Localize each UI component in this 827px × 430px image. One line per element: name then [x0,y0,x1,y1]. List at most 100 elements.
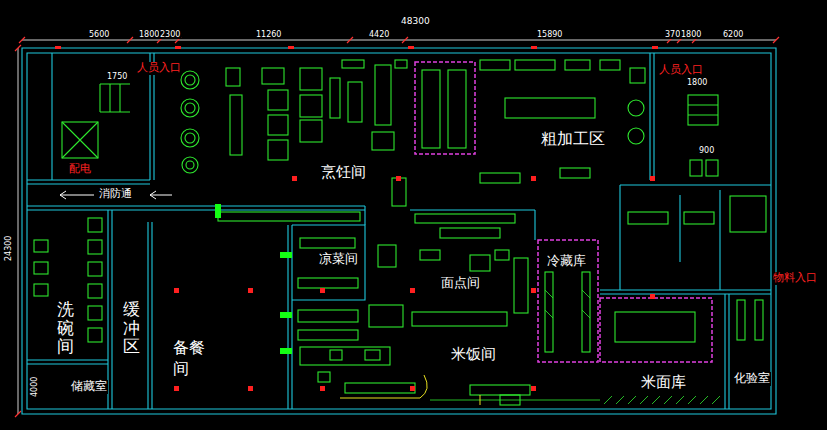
kitchen-equipment [690,160,702,176]
room-area: 储藏室 [29,366,107,408]
room-area: 化验室 [730,296,770,408]
room-name: 缓冲区 [122,300,141,356]
kitchen-equipment [330,350,342,360]
kitchen-equipment [218,212,360,221]
kitchen-equipment [300,347,390,365]
kitchen-equipment [565,60,590,70]
kitchen-equipment [88,240,102,254]
dimension-text: 1750 [106,72,128,81]
dimension-text: 15890 [536,30,563,39]
kitchen-equipment [62,122,98,158]
room-area: 米面库 [600,364,724,408]
cold-room-outline [538,240,598,362]
column-marker [408,46,414,49]
kitchen-equipment [34,60,766,405]
room-name: 烹饪间 [320,164,367,181]
kitchen-equipment [420,250,440,260]
column-marker [531,288,536,293]
column-marker [248,288,253,293]
kitchen-equipment [298,310,358,322]
kitchen-equipment [365,350,380,360]
kitchen-equipment [345,383,415,393]
kitchen-equipment [300,238,355,248]
room-area: 备餐间 [153,225,287,408]
dimension-text: 5600 [88,30,110,39]
kitchen-equipment [88,284,102,298]
column-marker [531,386,536,391]
wall [22,48,776,414]
kitchen-equipment [505,98,595,118]
wall [600,290,771,294]
dimension-text: 4000 [30,376,39,398]
kitchen-equipment [268,90,288,110]
dimension-text: 1800 [686,78,708,87]
kitchen-equipment [300,68,322,90]
door-marker [280,312,292,318]
dimension-text: 1800 [680,30,702,39]
kitchen-equipment [630,68,645,83]
room-area: 冷藏库 [539,241,597,361]
kitchen-equipment [392,178,406,206]
room-area: 凉菜间 [293,227,364,299]
kitchen-equipment [330,78,340,118]
dimension-text: 24300 [4,235,13,262]
kitchen-equipment [181,71,199,89]
kitchen-equipment [100,84,130,112]
kitchen-equipment [628,128,644,144]
dimension-text: 48300 [400,16,431,26]
wall [292,225,365,300]
kitchen-equipment [298,330,358,340]
column-marker [531,46,537,49]
kitchen-equipment [706,160,718,176]
room-name: 冷藏库 [546,254,587,269]
dimension-text: 6200 [722,30,744,39]
column-marker [248,386,253,391]
kitchen-equipment [684,212,714,224]
kitchen-equipment [185,75,195,85]
kitchen-equipment [515,60,555,70]
kitchen-equipment [470,255,490,271]
kitchen-equipment [448,70,466,148]
column-marker [175,46,181,49]
kitchen-equipment [342,60,364,68]
kitchen-equipment [395,60,407,68]
kitchen-equipment [755,300,763,340]
room-name: 凉菜间 [318,252,359,267]
room-area: 面点间 [410,245,535,305]
pipe-line [340,375,480,405]
room-area: 缓冲区 [113,212,147,408]
kitchen-equipment [298,278,358,288]
room-name: 米面库 [640,374,687,391]
column-marker [288,46,294,49]
kitchen-equipment [34,262,48,274]
kitchen-equipment [737,300,745,340]
dimension-text: 1800 [138,30,160,39]
dimension-text: 2300 [159,30,181,39]
kitchen-equipment [378,245,396,267]
pipe-line [340,375,480,405]
room-area: 烹饪间 [158,57,408,185]
kitchen-equipment [480,173,520,183]
kitchen-equipment [470,385,530,395]
door-marker [280,348,292,354]
kitchen-equipment [268,140,288,160]
kitchen-equipment [440,228,500,238]
wall [27,360,108,364]
kitchen-equipment [348,82,362,122]
column-marker [55,46,658,391]
wall [725,294,729,409]
kitchen-equipment [422,70,440,148]
kitchen-equipment [412,312,507,326]
kitchen-equipment [480,60,510,70]
door-marker [280,252,292,258]
dimension-text: 370 [664,30,681,39]
shelf-hatch [430,396,720,404]
wall [27,180,150,184]
plan-label: 人员入口 [136,62,182,75]
kitchen-equipment [88,218,102,232]
kitchen-equipment [88,262,102,276]
kitchen-equipment [88,328,102,342]
kitchen-equipment [688,105,718,115]
column-marker [652,46,658,49]
plan-label: 物料入口 [772,272,818,285]
